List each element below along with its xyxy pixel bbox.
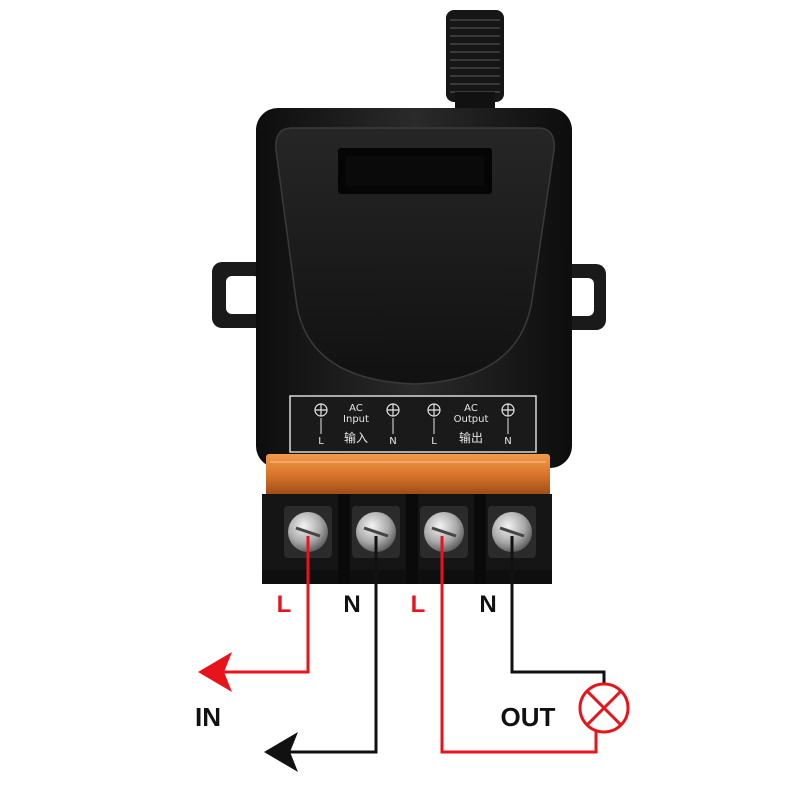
wire-output-neutral bbox=[510, 536, 606, 686]
wire-label-output-l: L bbox=[411, 591, 426, 618]
output-n-label: N bbox=[504, 436, 511, 447]
arrow-left-icon bbox=[264, 732, 298, 772]
in-label: IN bbox=[195, 702, 221, 732]
wire-label-input-l: L bbox=[277, 591, 292, 618]
wire-label-input-n: N bbox=[343, 591, 360, 618]
screw-terminal-icon bbox=[352, 506, 400, 558]
terminal-label-panel: AC Input 输入 L N AC Output 输出 L N bbox=[289, 395, 537, 453]
input-l-label: L bbox=[318, 436, 324, 447]
input-label: Input bbox=[343, 414, 369, 425]
ground-symbol-icon bbox=[314, 403, 515, 417]
wire-input-live bbox=[222, 536, 310, 674]
input-n-label: N bbox=[389, 436, 396, 447]
wire-label-output-n: N bbox=[479, 591, 496, 618]
out-label: OUT bbox=[501, 702, 556, 732]
output-ac-label: AC bbox=[464, 403, 478, 414]
screw-terminal-icon bbox=[284, 506, 332, 558]
wire-output-live bbox=[440, 536, 598, 754]
arrow-left-icon bbox=[198, 652, 232, 692]
screw-terminal-icon bbox=[488, 506, 536, 558]
output-label: Output bbox=[454, 414, 489, 425]
lamp-icon bbox=[578, 682, 630, 734]
terminal-cover-strip bbox=[266, 454, 550, 496]
input-ac-label: AC bbox=[349, 403, 363, 414]
relay-housing bbox=[256, 108, 572, 468]
antenna-icon bbox=[446, 10, 504, 112]
wire-input-neutral bbox=[288, 536, 378, 754]
output-l-label: L bbox=[431, 436, 437, 447]
screw-terminal-icon bbox=[420, 506, 468, 558]
input-cn-label: 输入 bbox=[344, 430, 368, 445]
terminal-block bbox=[262, 494, 552, 584]
output-cn-label: 输出 bbox=[459, 430, 483, 445]
